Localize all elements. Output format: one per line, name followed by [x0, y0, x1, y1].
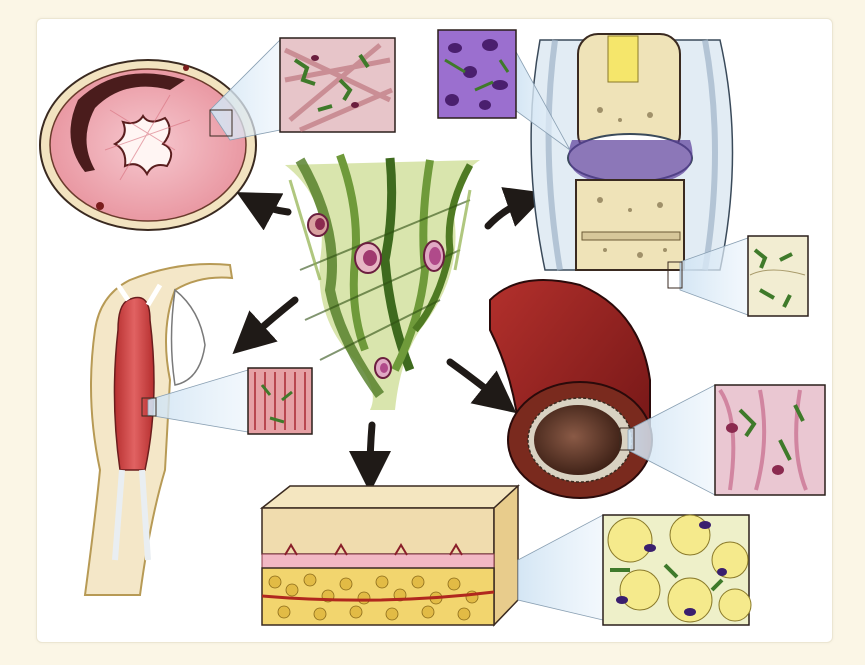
adipose-zoom — [517, 514, 752, 626]
artery-zoom — [619, 384, 826, 496]
skin-adipose-block — [259, 484, 520, 627]
arrows — [232, 187, 548, 493]
arrow-icon — [232, 296, 299, 355]
heart-zoom — [209, 37, 396, 141]
heart-wall-section — [39, 59, 257, 231]
arrow-icon — [446, 358, 517, 414]
bone-zoom — [667, 235, 809, 317]
joint-section — [530, 33, 734, 271]
artery-section — [489, 279, 653, 499]
arrow-icon — [349, 421, 392, 493]
cartilage-zoom — [437, 29, 571, 151]
arrow-icon — [236, 192, 292, 231]
muscle-zoom — [141, 367, 313, 435]
arm-muscle — [83, 263, 234, 596]
central-fiber-bundle — [285, 153, 480, 410]
arrow-icon — [484, 187, 548, 230]
